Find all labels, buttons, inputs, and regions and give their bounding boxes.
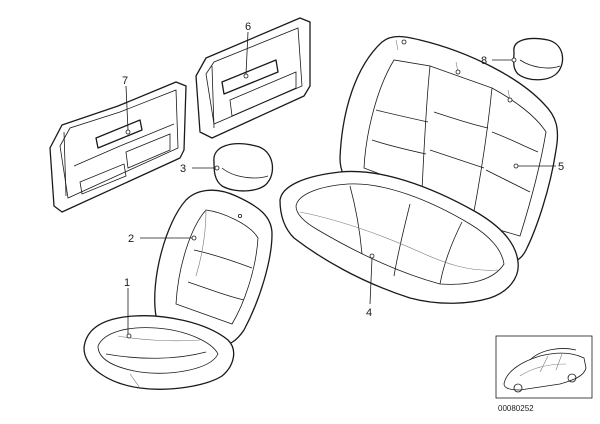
headrest-rear — [511, 37, 564, 81]
callout-7: 7 — [122, 75, 128, 87]
headrest-front — [213, 143, 274, 192]
callout-1: 1 — [124, 277, 130, 289]
vehicle-thumbnail — [495, 335, 593, 399]
rear-seat-cushion — [279, 170, 519, 304]
callout-8: 8 — [481, 55, 487, 67]
callout-3: 3 — [180, 163, 186, 175]
door-panel-front — [49, 81, 187, 213]
reference-code: 00080252 — [498, 404, 534, 413]
callout-4: 4 — [366, 307, 372, 319]
front-seat-cushion-cover — [83, 315, 235, 390]
leader-lines — [125, 31, 556, 334]
callout-2: 2 — [128, 233, 134, 245]
door-panel-rear — [195, 17, 311, 139]
callout-6: 6 — [245, 21, 251, 33]
callout-5: 5 — [558, 161, 564, 173]
